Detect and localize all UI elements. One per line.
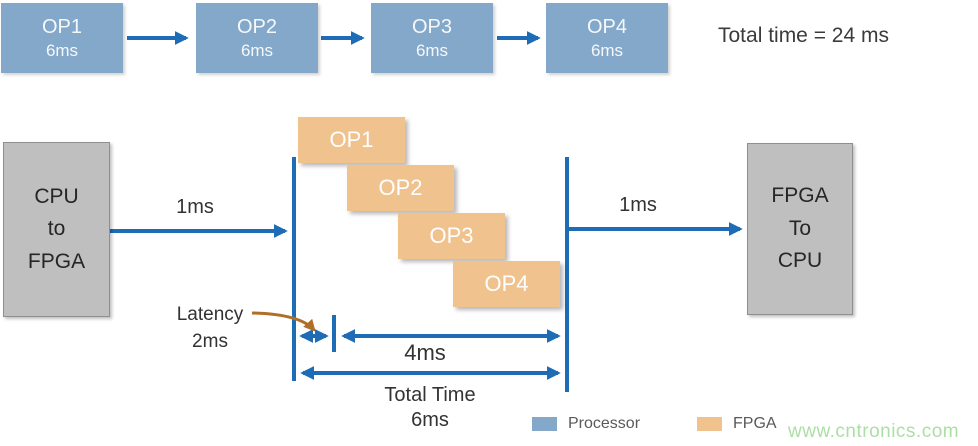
total-time-line1: Total Time	[384, 384, 476, 406]
transfer-out-time-label: 1ms	[619, 194, 657, 216]
processor-swatch-icon	[532, 417, 557, 431]
op-label: OP1	[41, 15, 83, 38]
legend-item-fpga: FPGA	[697, 415, 777, 433]
op-time: 6ms	[45, 40, 79, 60]
fpga-box-line: To	[788, 216, 812, 240]
fpga-op-label: OP3	[429, 223, 474, 248]
fpga-op-box-4: OP4	[453, 261, 560, 307]
fpga-op-label: OP1	[329, 127, 374, 152]
op-time: 6ms	[590, 40, 624, 60]
transfer-in-time-label: 1ms	[176, 196, 214, 218]
fpga-op-label: OP2	[378, 175, 423, 200]
fpga-box-line: FPGA	[771, 184, 829, 208]
pipeline-4ms-label: 4ms	[404, 340, 446, 365]
op-time: 6ms	[240, 40, 274, 60]
seq-op-box-4: OP4 6ms	[546, 3, 668, 73]
sequential-total-time-label: Total time = 24 ms	[718, 24, 889, 47]
cpu-box-line: CPU	[34, 184, 79, 208]
op-label: OP4	[586, 15, 628, 38]
watermark-text: www.cntronics.com	[788, 421, 960, 442]
legend-item-processor: Processor	[532, 415, 640, 433]
legend-label: FPGA	[733, 415, 777, 432]
seq-op-box-1: OP1 6ms	[1, 3, 123, 73]
op-label: OP2	[236, 15, 278, 38]
latency-label: Latency 2ms	[160, 302, 260, 355]
fpga-swatch-icon	[697, 417, 722, 431]
cpu-box-line: FPGA	[27, 249, 86, 273]
op-time: 6ms	[415, 40, 449, 60]
fpga-op-box-1: OP1	[298, 117, 405, 163]
fpga-op-label: OP4	[484, 271, 529, 296]
cpu-box-line: to	[47, 217, 66, 241]
latency-pointer-curve	[251, 311, 316, 332]
fpga-op-box-2: OP2	[347, 165, 454, 211]
cpu-to-fpga-box: CPU to FPGA	[3, 142, 110, 317]
seq-op-box-2: OP2 6ms	[196, 3, 318, 73]
seq-op-box-3: OP3 6ms	[371, 3, 493, 73]
latency-label-line1: Latency	[176, 304, 244, 325]
total-time-line2: 6ms	[411, 409, 449, 431]
fpga-op-box-3: OP3	[398, 213, 505, 259]
fpga-box-line: CPU	[777, 249, 823, 273]
legend-label: Processor	[568, 415, 641, 432]
fpga-to-cpu-box: FPGA To CPU	[747, 143, 853, 315]
latency-label-line2: 2ms	[192, 330, 228, 352]
pipelined-total-time-label: Total Time 6ms	[330, 383, 530, 433]
op-label: OP3	[411, 15, 453, 38]
